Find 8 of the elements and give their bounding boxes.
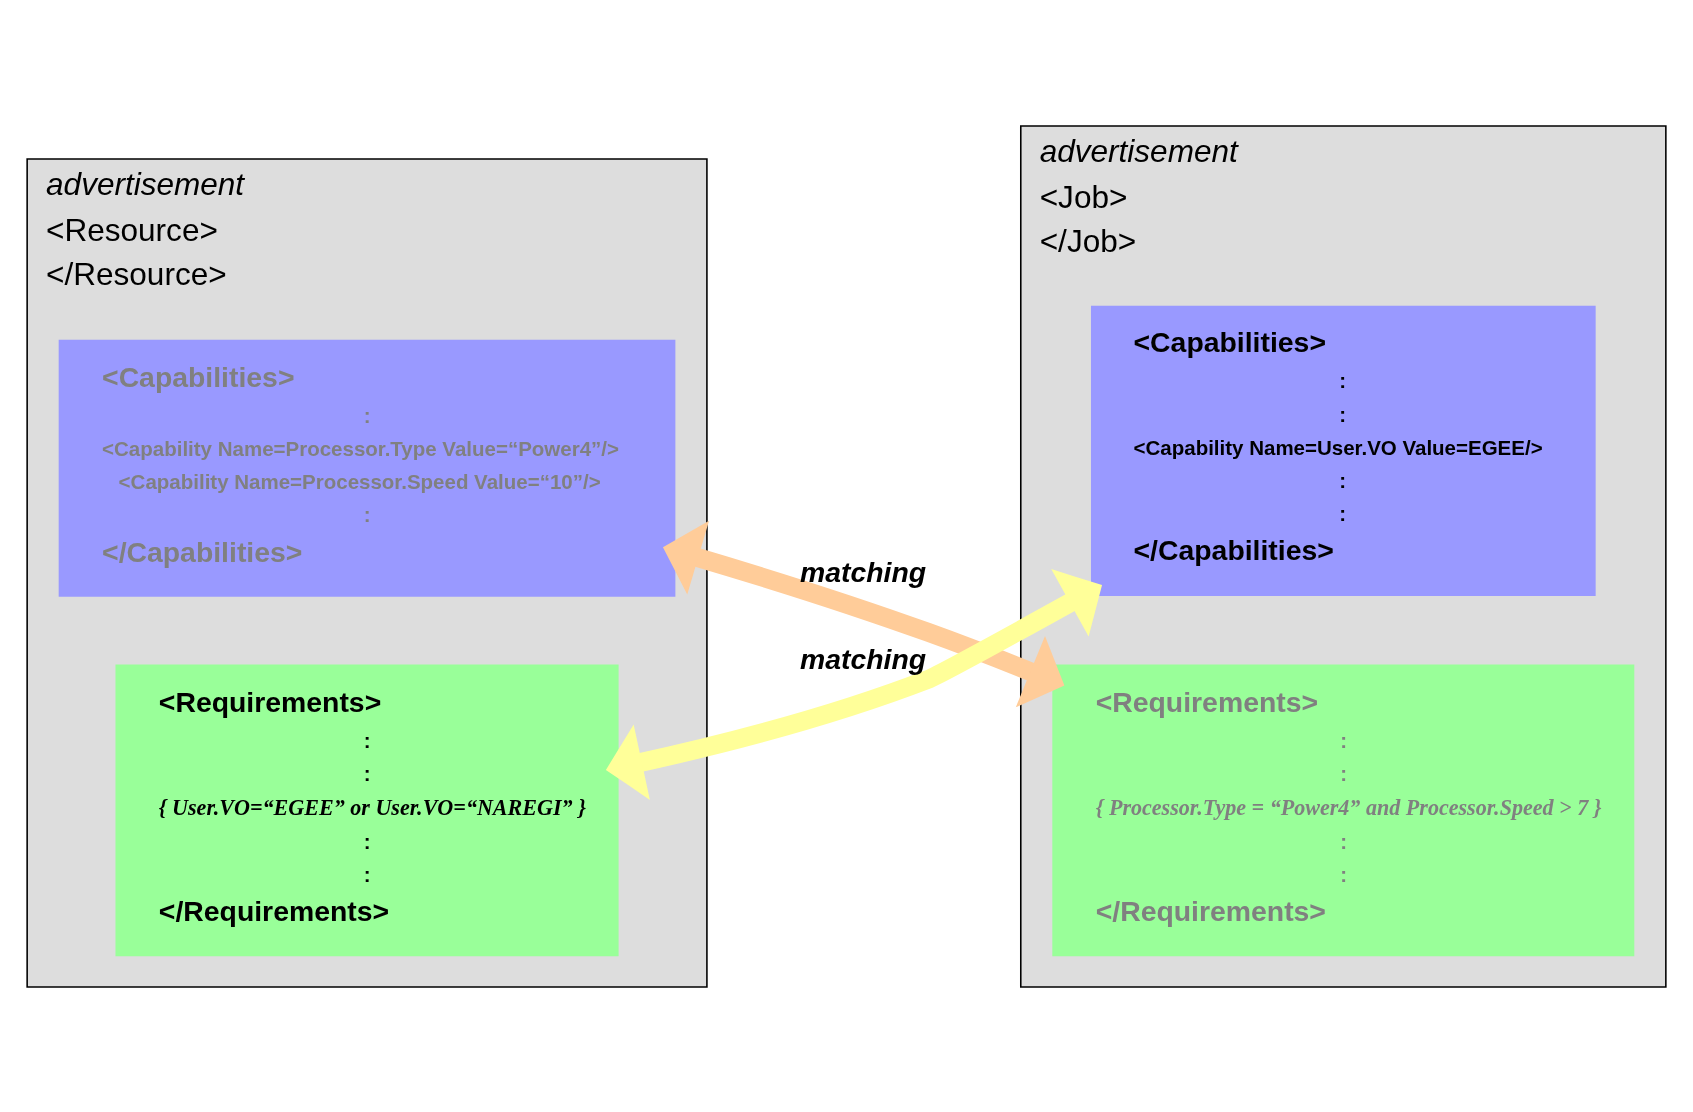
node-box: <Capabilities> : : <Capability Name=User.VO Value=EGEE/> : : </Capabilities> xyxy=(1090,305,1596,596)
node-box: <Capabilities> : <Capability Name=Processor.Type Value=“Power4”/> <Capability Name=Processor.Speed Value=“10”/> : </Capabilities> xyxy=(58,339,676,597)
node-box: <Requirements> : : { Processor.Type = “Power4” and Processor.Speed > 7 } : : </Requirements> xyxy=(1052,664,1635,956)
arrow xyxy=(662,520,1065,707)
node-box: <Requirements> : : { User.VO=“EGEE” or User.VO=“NAREGI” } : : </Requirements> xyxy=(115,664,619,956)
edge-label: matching xyxy=(799,642,927,675)
arrow xyxy=(605,568,1103,800)
edge-label: matching xyxy=(799,555,927,588)
